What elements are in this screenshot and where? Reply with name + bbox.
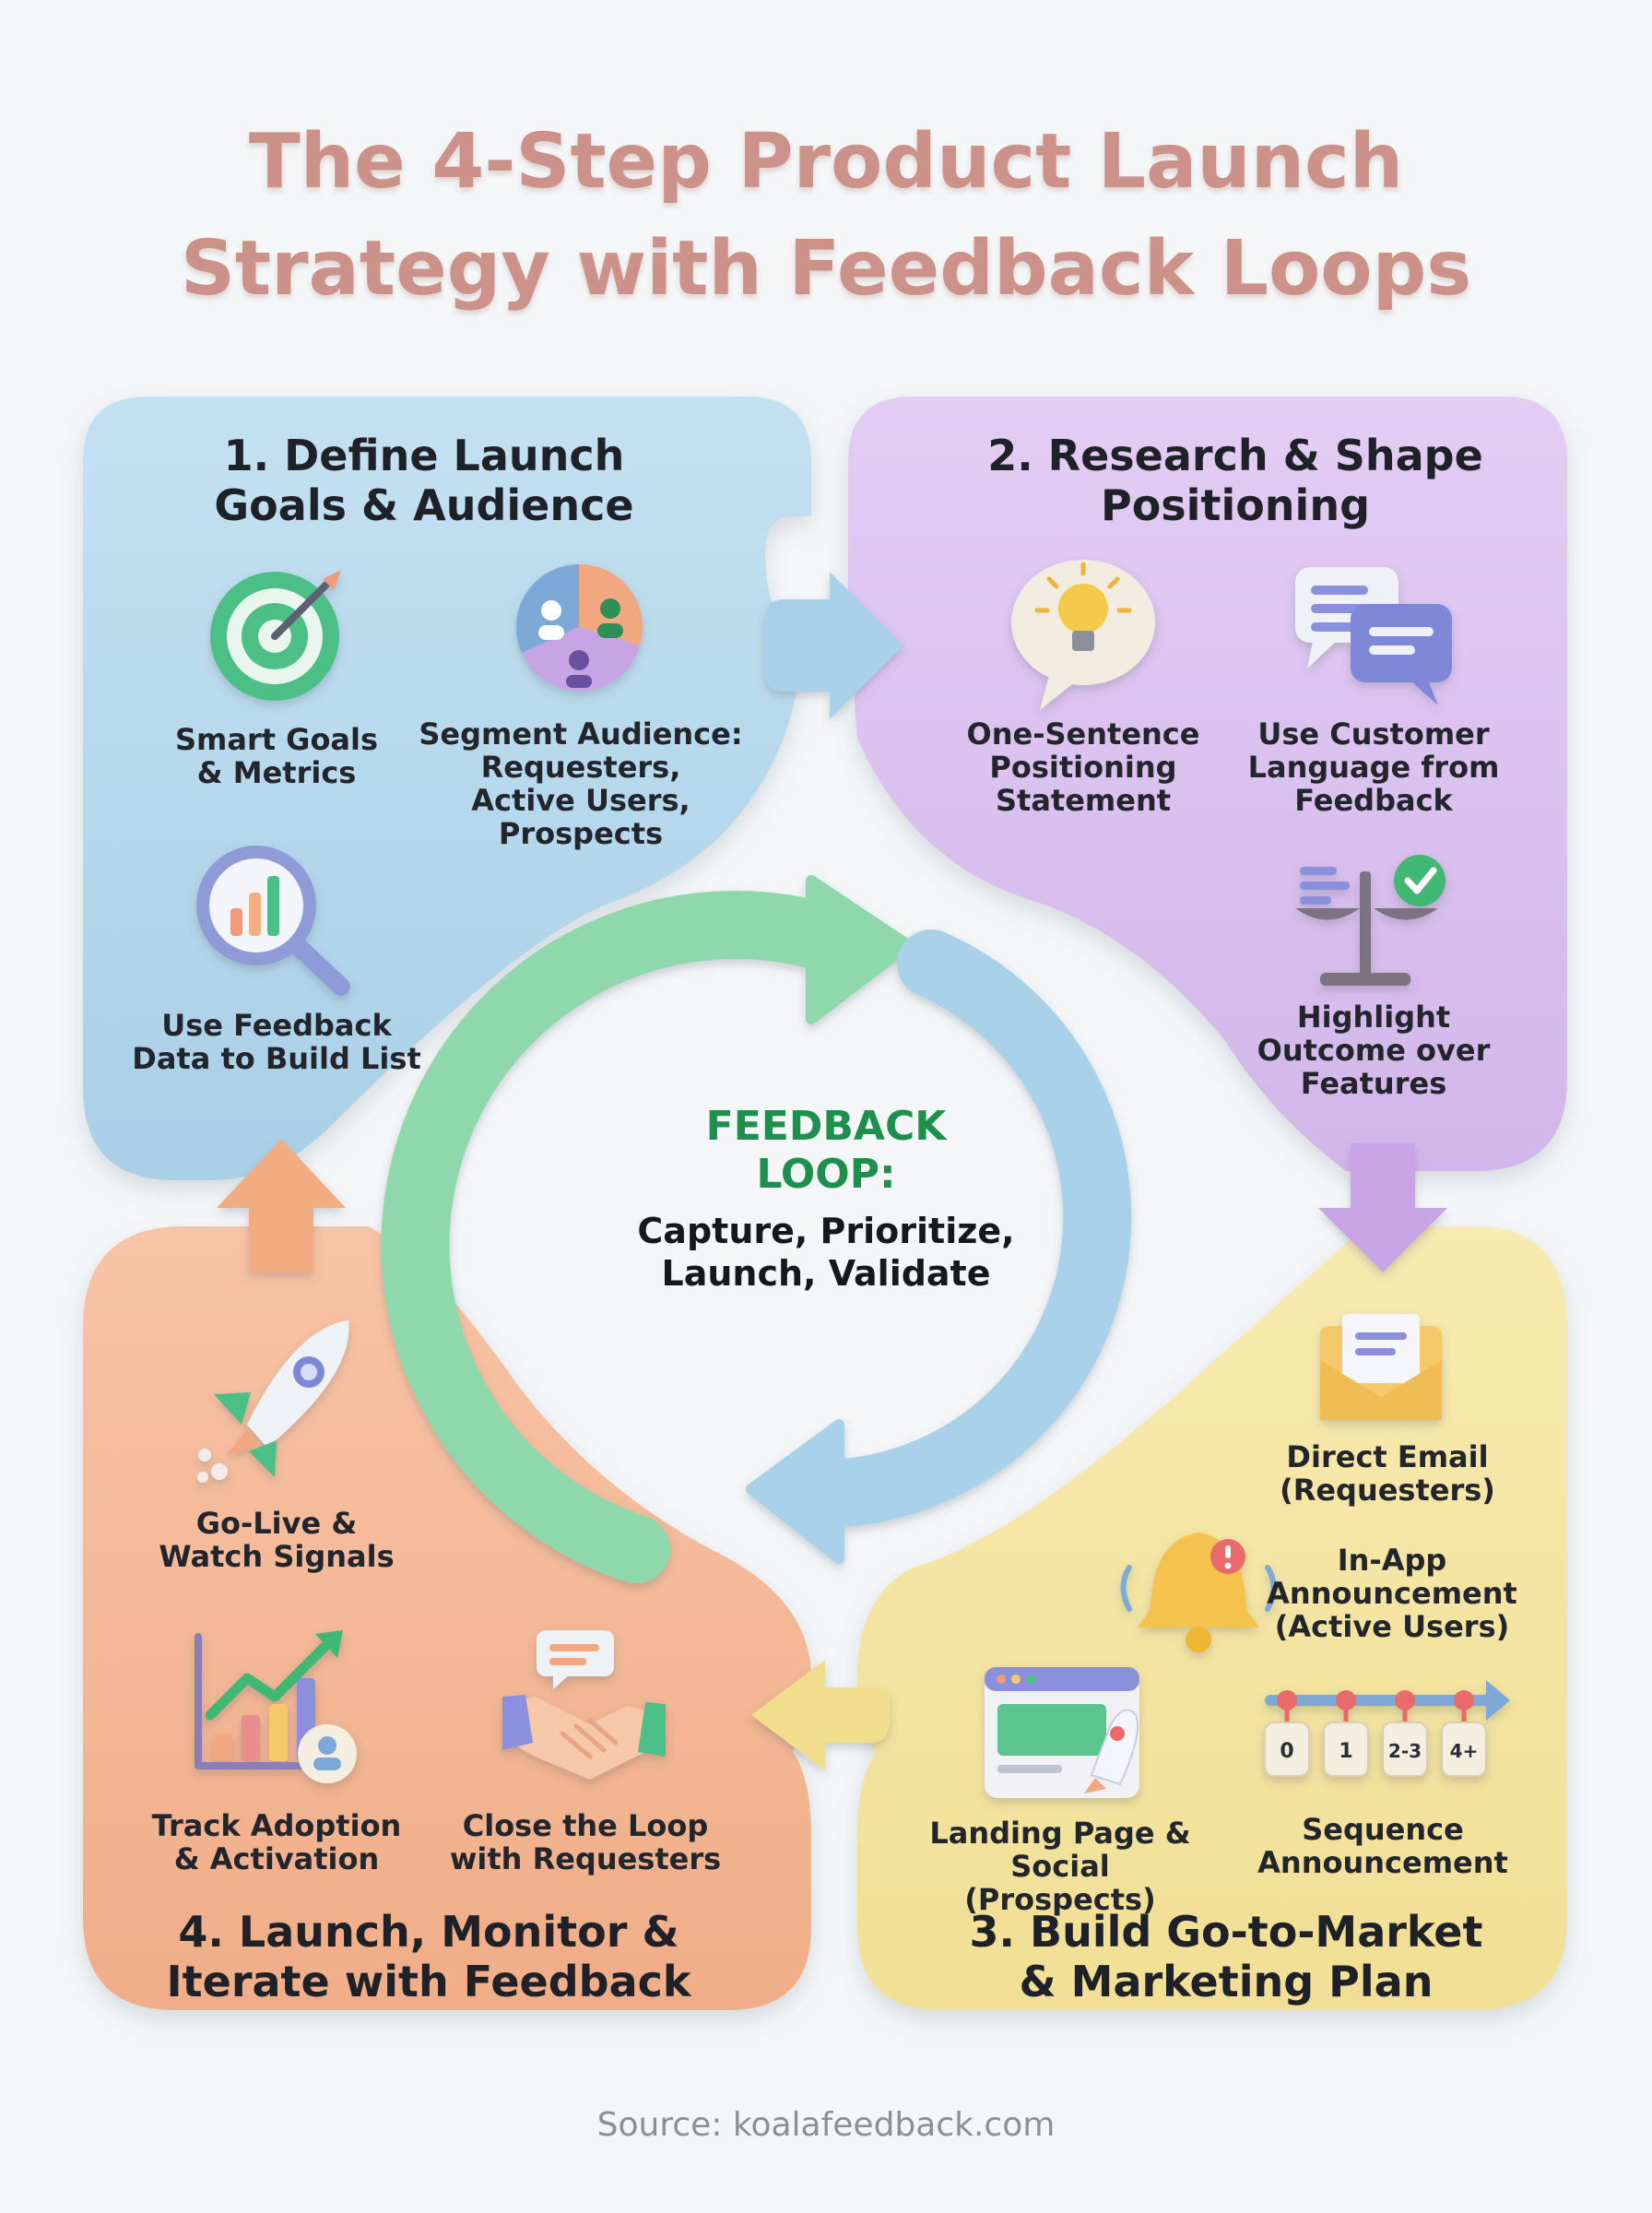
balance-scale-icon: [1295, 855, 1446, 986]
loop-arrow-blue: [791, 929, 1132, 1528]
step-3-item-landing-page: Landing Page & Social (Prospects): [929, 1816, 1191, 1917]
arrow-1-to-2: [765, 572, 903, 719]
title-line-1: The 4-Step Product Launch: [248, 118, 1404, 206]
source-credit: Source: koalafeedback.com: [596, 2106, 1056, 2144]
browser-rocket-icon: [985, 1667, 1139, 1798]
arrow-3-to-4: [751, 1660, 890, 1770]
bell-icon: [1120, 1533, 1277, 1652]
step-4-heading: 4. Launch, Monitor & Iterate with Feedba…: [166, 1907, 691, 2006]
step-1-item-smart-goals: Smart Goals & Metrics: [174, 722, 379, 790]
feedback-loop-arrows: [381, 875, 1132, 1583]
step-4-item-close-loop: Close the Loop with Requesters: [449, 1808, 722, 1876]
step-1-item-segment-audience: Segment Audience: Requesters, Active Use…: [419, 716, 743, 851]
loop-arrow-green: [381, 890, 868, 1583]
step-1-heading: 1. Define Launch Goals & Audience: [214, 431, 634, 530]
lightbulb-bubble-icon: [1011, 560, 1155, 710]
step-4-item-track-adoption: Track Adoption & Activation: [151, 1808, 402, 1876]
timeline-step-0: 0: [1280, 1740, 1293, 1763]
page-title: The 4-Step Product Launch Strategy with …: [0, 109, 1652, 323]
step-2-item-outcome: Highlight Outcome over Features: [1257, 1000, 1491, 1101]
step-2-heading: 2. Research & Shape Positioning: [987, 431, 1483, 530]
target-icon: [210, 570, 341, 701]
timeline-icon: 0 1 2-3 4+: [1264, 1680, 1510, 1777]
magnifier-chart-icon: [196, 846, 350, 996]
arrow-2-to-3: [1318, 1143, 1447, 1272]
step-3-item-direct-email: Direct Email (Requesters): [1280, 1439, 1495, 1508]
step-1-item-feedback-list: Use Feedback Data to Build List: [132, 1008, 421, 1076]
step-4-item-go-live: Go-Live & Watch Signals: [159, 1506, 395, 1574]
title-line-2: Strategy with Feedback Loops: [180, 225, 1472, 313]
timeline-step-1: 1: [1339, 1740, 1352, 1763]
arrow-4-to-1: [217, 1139, 346, 1272]
step-2-item-customer-language: Use Customer Language from Feedback: [1247, 716, 1500, 818]
feedback-loop-subtitle: Capture, Prioritize, Launch, Validate: [637, 1211, 1015, 1294]
chat-bubbles-icon: [1295, 567, 1452, 705]
handshake-icon: [502, 1630, 666, 1780]
rocket-icon: [197, 1320, 349, 1483]
timeline-step-2-3: 2-3: [1388, 1740, 1422, 1762]
pie-audience-icon: [515, 563, 643, 692]
step-3-item-sequence: Sequence Announcement: [1257, 1812, 1508, 1880]
envelope-icon: [1320, 1314, 1442, 1420]
step-3-heading: 3. Build Go-to-Market & Marketing Plan: [969, 1907, 1483, 2006]
step-3-item-in-app: In-App Announcement (Active Users): [1267, 1543, 1517, 1644]
feedback-loop-title: FEEDBACK LOOP:: [705, 1103, 947, 1198]
timeline-step-4-plus: 4+: [1450, 1740, 1479, 1762]
growth-chart-icon: [195, 1630, 357, 1783]
step-2-item-positioning: One-Sentence Positioning Statement: [966, 716, 1200, 818]
